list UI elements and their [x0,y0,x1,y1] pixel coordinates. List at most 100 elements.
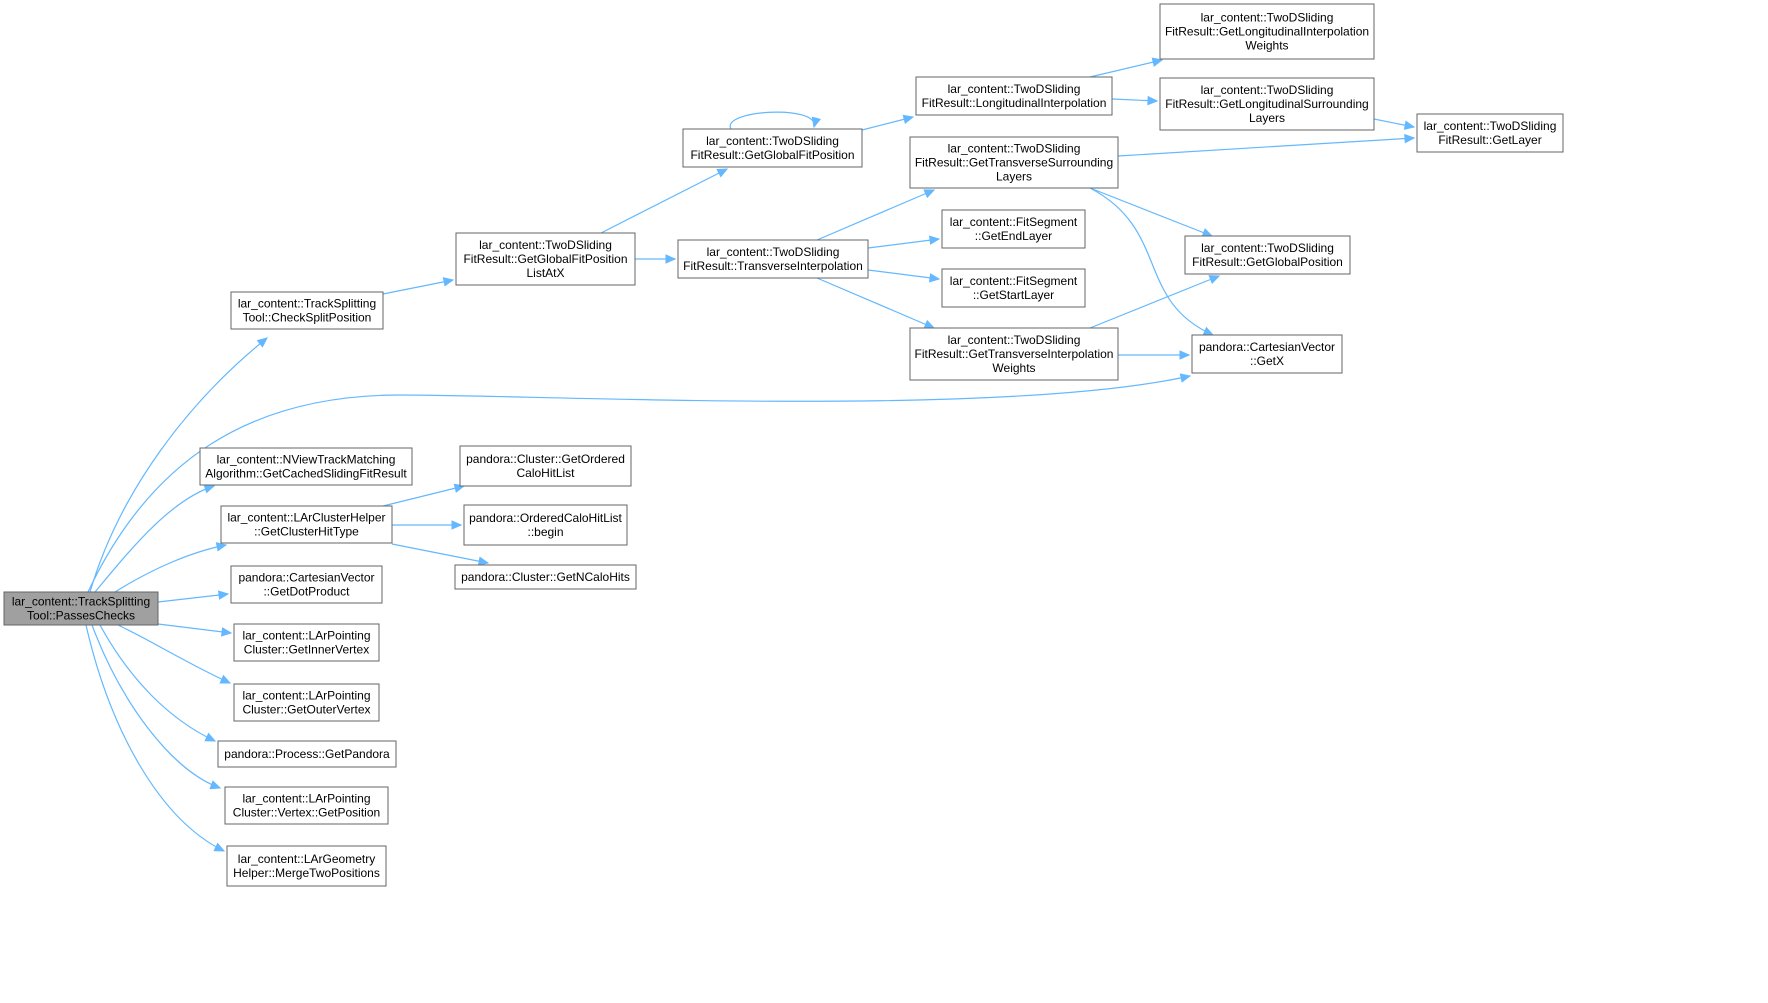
node-vertex-get-position-label-line-0: lar_content::LArPointing [242,792,370,806]
arrowhead-n0-to-n3 [215,542,228,552]
node-get-cached-sliding-fit-result[interactable]: lar_content::NViewTrackMatchingAlgorithm… [199,447,413,486]
node-merge-two-positions-box [226,845,387,887]
node-get-longitudinal-interpolation-weights-label-line-1: FitResult::GetLongitudinalInterpolation [1165,25,1369,39]
node-get-layer-label-line-0: lar_content::TwoDSliding [1424,119,1557,133]
node-ordered-calo-hit-list-begin[interactable]: pandora::OrderedCaloHitList::begin [463,504,628,546]
edge-n17-to-n25 [1117,137,1415,157]
node-longitudinal-interpolation[interactable]: lar_content::TwoDSlidingFitResult::Longi… [915,76,1113,116]
node-get-global-fit-position-list-at-x[interactable]: lar_content::TwoDSlidingFitResult::GetGl… [455,232,636,286]
edge-n0-to-n5 [157,623,232,634]
node-get-x-label-line-0: pandora::CartesianVector [1199,340,1335,354]
node-get-transverse-surrounding-layers[interactable]: lar_content::TwoDSlidingFitResult::GetTr… [909,136,1119,189]
edge-n15-to-n17 [816,189,935,241]
arrowhead-n22-to-n25 [1403,120,1416,130]
arrowhead-n0-to-n9 [213,842,226,852]
edge-n3-to-n11 [382,485,465,507]
node-transverse-interpolation-label-line-0: lar_content::TwoDSliding [707,245,840,259]
node-get-ordered-calo-hit-list-label-line-0: pandora::Cluster::GetOrdered [466,452,625,466]
node-ordered-calo-hit-list-begin-label-line-1: ::begin [527,525,563,539]
node-get-global-fit-position-list-at-x-label-line-2: ListAtX [526,266,564,280]
arrowhead-n0-to-n6 [219,674,232,684]
node-get-global-position[interactable]: lar_content::TwoDSlidingFitResult::GetGl… [1184,235,1351,275]
node-get-transverse-interpolation-weights-label-line-1: FitResult::GetTransverseInterpolation [915,347,1114,361]
arrowhead-n0-to-n7 [204,732,217,742]
node-transverse-interpolation-label-line-1: FitResult::TransverseInterpolation [683,259,863,273]
node-get-global-position-label-line-1: FitResult::GetGlobalPosition [1192,255,1343,269]
node-get-end-layer[interactable]: lar_content::FitSegment::GetEndLayer [941,209,1086,249]
arrowhead-n17-to-n25 [1404,133,1416,144]
node-get-layer[interactable]: lar_content::TwoDSlidingFitResult::GetLa… [1416,113,1564,153]
node-vertex-get-position-label-line-1: Cluster::Vertex::GetPosition [233,806,380,820]
node-transverse-interpolation-box [677,239,869,279]
arrowhead-n15-to-n18 [928,235,941,245]
edge-n17-to-n23 [1089,187,1213,237]
node-get-inner-vertex-box [233,623,380,662]
node-get-longitudinal-surrounding-layers-label-line-1: FitResult::GetLongitudinalSurrounding [1165,97,1368,111]
arrowhead-n10-to-n15 [665,254,677,264]
node-get-x[interactable]: pandora::CartesianVector::GetX [1191,334,1343,374]
call-graph-nodes: lar_content::TrackSplittingTool::PassesC… [3,3,1564,887]
node-passes-checks-label-line-1: Tool::PassesChecks [27,609,135,623]
node-get-n-calo-hits-label-line-0: pandora::Cluster::GetNCaloHits [461,570,630,584]
arrowhead-n3-to-n12 [451,520,463,530]
node-get-inner-vertex-label-line-1: Cluster::GetInnerVertex [244,643,369,657]
node-get-outer-vertex[interactable]: lar_content::LArPointingCluster::GetOute… [233,683,380,722]
arrowhead-n16-to-n22 [1147,95,1159,106]
arrowhead-n14-to-n14 [811,116,822,129]
node-get-n-calo-hits[interactable]: pandora::Cluster::GetNCaloHits [454,564,637,590]
node-get-transverse-surrounding-layers-box [909,136,1119,189]
node-check-split-position-label-line-1: Tool::CheckSplitPosition [243,311,372,325]
node-merge-two-positions[interactable]: lar_content::LArGeometryHelper::MergeTwo… [226,845,387,887]
node-passes-checks[interactable]: lar_content::TrackSplittingTool::PassesC… [3,591,159,626]
node-get-dot-product[interactable]: pandora::CartesianVector::GetDotProduct [230,565,383,604]
node-get-dot-product-label-line-1: ::GetDotProduct [263,585,350,599]
edge-n0-to-n4 [157,593,229,603]
node-longitudinal-interpolation-box [915,76,1113,116]
edge-n16-to-n21 [1089,59,1163,78]
node-get-start-layer[interactable]: lar_content::FitSegment::GetStartLayer [941,268,1086,308]
edge-n0-to-n24 [87,375,1191,593]
edge-n0-to-n2 [94,485,215,593]
arrowhead-n17-to-n24 [1202,326,1215,336]
node-get-layer-box [1416,113,1564,153]
edge-n17-to-n24 [1089,187,1214,336]
arrowhead-n15-to-n17 [923,189,936,199]
node-get-outer-vertex-box [233,683,380,722]
node-ordered-calo-hit-list-begin-box [463,504,628,546]
node-get-inner-vertex[interactable]: lar_content::LArPointingCluster::GetInne… [233,623,380,662]
arrowhead-n10-to-n14 [716,168,729,178]
edge-n10-to-n14 [600,168,728,234]
node-longitudinal-interpolation-label-line-0: lar_content::TwoDSliding [948,82,1081,96]
call-graph-edges [85,57,1416,852]
arrowhead-n1-to-n10 [442,277,455,287]
arrowhead-n0-to-n2 [203,484,216,494]
node-get-pandora[interactable]: pandora::Process::GetPandora [217,740,397,768]
node-get-global-fit-position[interactable]: lar_content::TwoDSlidingFitResult::GetGl… [682,128,863,168]
node-get-global-fit-position-label-line-0: lar_content::TwoDSliding [706,134,839,148]
node-vertex-get-position[interactable]: lar_content::LArPointingCluster::Vertex:… [224,786,389,825]
node-ordered-calo-hit-list-begin-label-line-0: pandora::OrderedCaloHitList [469,511,622,525]
node-get-dot-product-box [230,565,383,604]
edge-n0-to-n7 [99,624,216,742]
node-get-global-fit-position-list-at-x-label-line-1: FitResult::GetGlobalFitPosition [463,252,627,266]
node-get-cluster-hit-type[interactable]: lar_content::LArClusterHelper::GetCluste… [220,505,393,544]
node-get-transverse-surrounding-layers-label-line-0: lar_content::TwoDSliding [948,142,1081,156]
arrowhead-n0-to-n8 [209,780,222,790]
node-check-split-position[interactable]: lar_content::TrackSplittingTool::CheckSp… [230,291,384,330]
node-get-end-layer-box [941,209,1086,249]
edge-n0-to-n1 [89,337,268,593]
node-get-longitudinal-surrounding-layers[interactable]: lar_content::TwoDSlidingFitResult::GetLo… [1159,77,1375,131]
arrowhead-n15-to-n20 [923,319,936,329]
node-get-longitudinal-interpolation-weights-label-line-0: lar_content::TwoDSliding [1201,11,1334,25]
node-get-longitudinal-interpolation-weights[interactable]: lar_content::TwoDSlidingFitResult::GetLo… [1159,3,1375,60]
edge-n0-to-n3 [114,544,227,593]
node-get-transverse-interpolation-weights-box [909,327,1119,381]
node-get-global-fit-position-list-at-x-box [455,232,636,286]
edge-n15-to-n18 [867,238,940,249]
node-get-transverse-interpolation-weights[interactable]: lar_content::TwoDSlidingFitResult::GetTr… [909,327,1119,381]
node-get-global-fit-position-label-line-1: FitResult::GetGlobalFitPosition [690,148,854,162]
node-passes-checks-label-line-0: lar_content::TrackSplitting [12,595,150,609]
node-get-cached-sliding-fit-result-label-line-0: lar_content::NViewTrackMatching [217,453,396,467]
node-transverse-interpolation[interactable]: lar_content::TwoDSlidingFitResult::Trans… [677,239,869,279]
